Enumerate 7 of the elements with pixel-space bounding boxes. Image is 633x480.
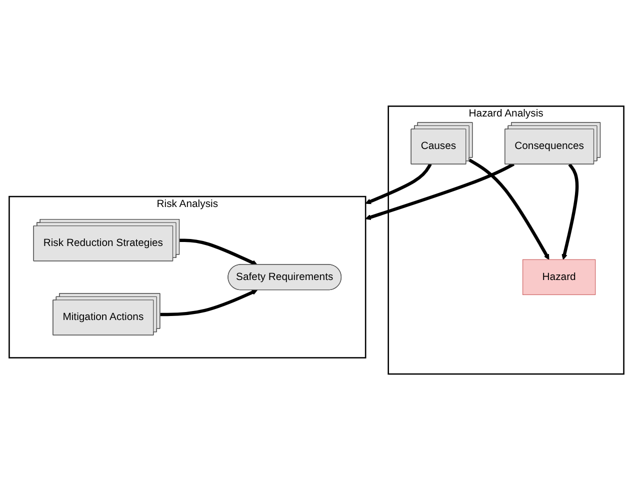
arrow: [160, 290, 258, 316]
arrow: [180, 238, 258, 266]
node-box: Hazard: [522, 259, 596, 295]
arrow: [365, 163, 432, 204]
arrow: [468, 158, 550, 260]
arrow: [562, 163, 579, 260]
arrow: [365, 162, 515, 220]
